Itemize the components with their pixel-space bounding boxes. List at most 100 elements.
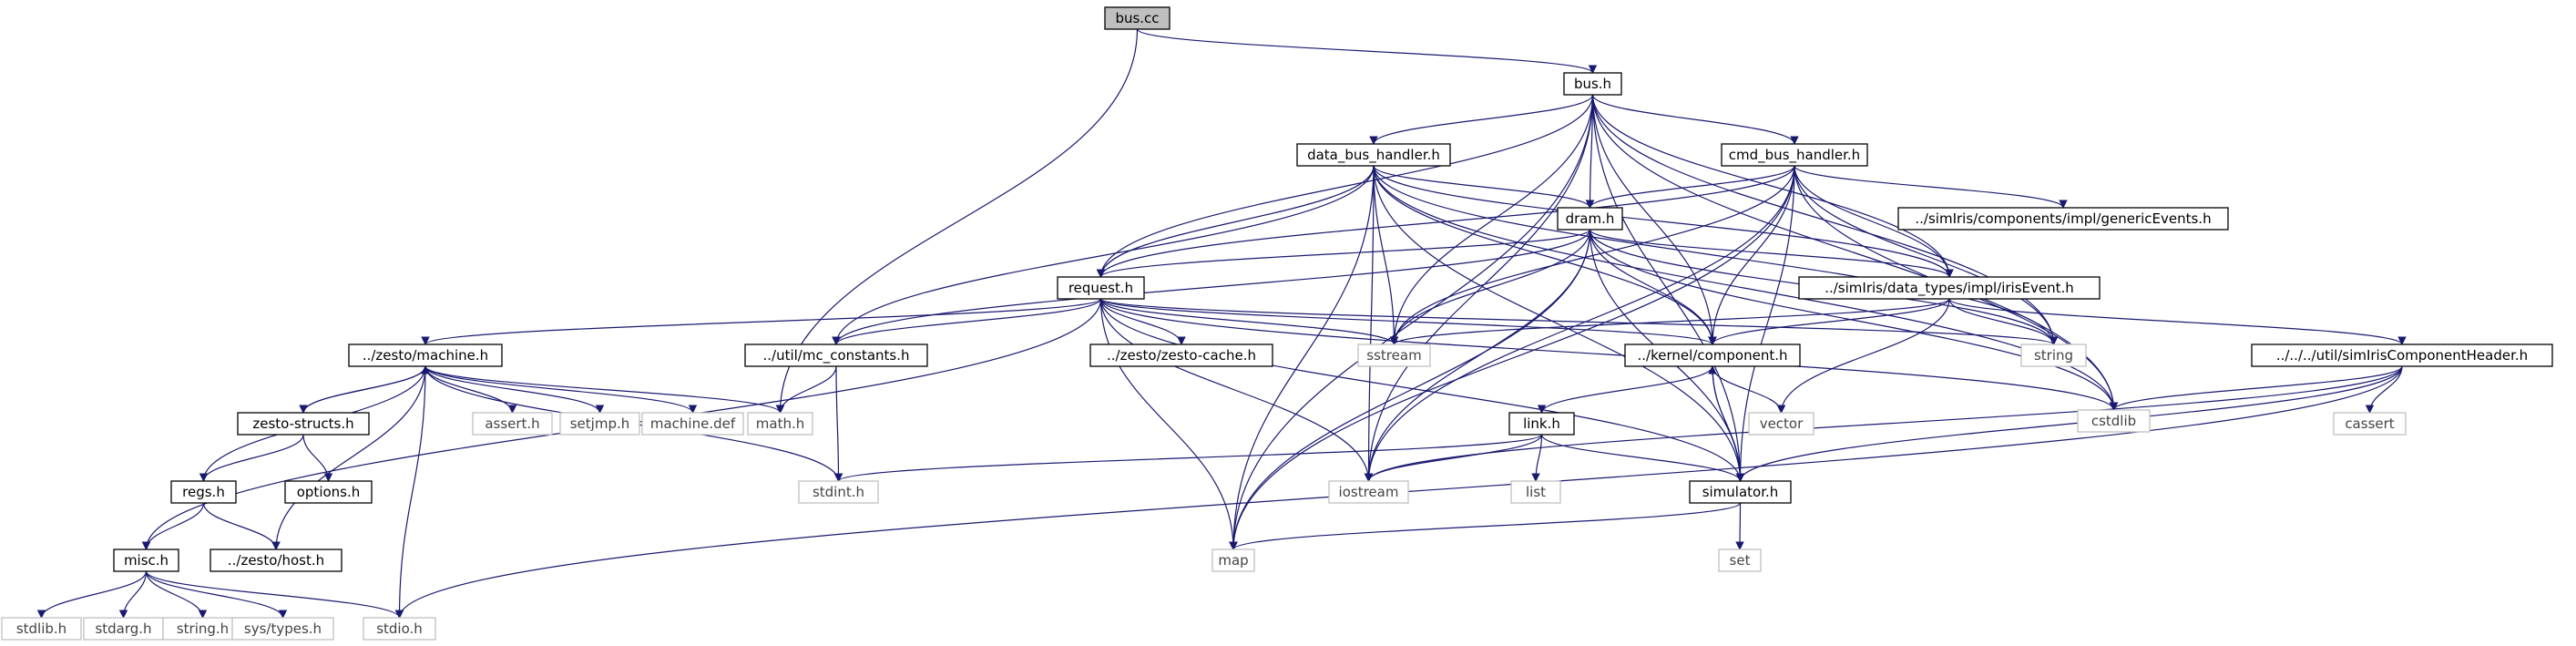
node-sim-iris-comp-header-h[interactable]: ../../../util/simIrisComponentHeader.h (2251, 344, 2553, 367)
node-label: machine.def (650, 415, 736, 432)
node-map: map (1211, 549, 1255, 572)
edge-misc-h-to-stdio-h (145, 570, 404, 619)
node-simulator-h[interactable]: simulator.h (1689, 480, 1792, 504)
edge-sim-iris-comp-header-h-to-cstdlib (2109, 365, 2403, 411)
node-regs-h[interactable]: regs.h (170, 480, 237, 504)
node-box (747, 412, 813, 436)
node-options-h[interactable]: options.h (284, 480, 373, 504)
node-label: dram.h (1566, 210, 1615, 227)
node-box (1328, 480, 1409, 504)
node-box (1211, 549, 1255, 572)
node-data-bus-handler-h[interactable]: data_bus_handler.h (1296, 143, 1451, 167)
node-box (1089, 344, 1273, 367)
node-misc-h[interactable]: misc.h (113, 549, 179, 572)
node-box (1508, 412, 1575, 436)
node-label: sys/types.h (244, 620, 322, 637)
node-label: bus.h (1574, 76, 1611, 92)
node-label: ../util/mc_constants.h (762, 347, 909, 364)
node-label: ../simIris/data_types/impl/irisEvent.h (1825, 280, 2074, 297)
node-label: stdio.h (376, 620, 423, 637)
node-label: misc.h (124, 552, 169, 569)
edge-data-bus-handler-h-to-mc-constants-h (832, 165, 1375, 345)
node-vector: vector (1748, 412, 1814, 436)
node-label: string.h (177, 620, 229, 637)
edges-layer (36, 28, 2407, 619)
node-label: set (1730, 552, 1751, 569)
node-iris-event-h[interactable]: ../simIris/data_types/impl/irisEvent.h (1798, 276, 2101, 300)
node-label: math.h (756, 415, 804, 432)
node-box (1104, 6, 1170, 30)
edge-iris-event-h-to-component-h (1708, 298, 1950, 345)
edge-request-h-to-mc-constants-h (832, 298, 1102, 345)
nodes-layer: bus.cc bus.h data_bus_handler.h cmd_bus_han… (1, 6, 2553, 641)
edge-simulator-h-to-map (1229, 502, 1742, 550)
node-zesto-structs-h[interactable]: zesto-structs.h (237, 412, 370, 436)
node-box (1057, 276, 1145, 300)
node-label: data_bus_handler.h (1307, 147, 1440, 164)
node-box (744, 344, 928, 367)
node-box (363, 617, 436, 641)
edge-data-bus-handler-h-to-map (1229, 165, 1375, 550)
node-dram-h[interactable]: dram.h (1557, 207, 1623, 231)
node-label: stdarg.h (95, 620, 151, 637)
edge-mc-constants-h-to-stdint-h (833, 365, 843, 482)
edge-bus-h-to-component-h (1591, 94, 1717, 345)
node-stdint-h: stdint.h (798, 480, 879, 504)
node-box (2077, 409, 2151, 433)
node-box (284, 480, 373, 504)
node-label: map (1218, 552, 1248, 569)
node-cmd-bus-handler-h[interactable]: cmd_bus_handler.h (1721, 143, 1868, 167)
edge-cmd-bus-handler-h-to-simulator-h (1735, 165, 1795, 482)
node-label: stdint.h (813, 484, 864, 500)
node-zesto-host-h[interactable]: ../zesto/host.h (210, 549, 342, 572)
node-generic-events-h[interactable]: ../simIris/components/impl/genericEvents… (1897, 207, 2229, 231)
edge-zesto-machine-h-to-machine-def (424, 365, 698, 414)
node-bus-h[interactable]: bus.h (1563, 72, 1622, 96)
node-sys-types-h: sys/types.h (231, 617, 334, 641)
edge-request-h-to-iostream (1099, 298, 1374, 482)
edge-bus-h-to-request-h (1096, 94, 1594, 278)
node-label: stdlib.h (16, 620, 66, 637)
edge-bus-h-to-iris-event-h (1591, 94, 1954, 278)
node-label: string (2034, 347, 2073, 364)
node-zesto-machine-h[interactable]: ../zesto/machine.h (348, 344, 503, 367)
edge-link-h-to-simulator-h (1540, 434, 1745, 482)
node-label: ../zesto/host.h (228, 552, 324, 569)
node-box (2333, 412, 2407, 436)
edge-cmd-bus-handler-h-to-iostream (1364, 165, 1795, 482)
edge-sim-iris-comp-header-h-to-cassert (2365, 365, 2403, 414)
edge-component-h-to-link-h (1537, 365, 1713, 414)
node-stdlib-h: stdlib.h (1, 617, 82, 641)
node-label: cassert (2345, 415, 2394, 432)
node-mc-constants-h[interactable]: ../util/mc_constants.h (744, 344, 928, 367)
edge-mc-constants-h-to-math-h (775, 365, 837, 414)
edge-cmd-bus-handler-h-to-generic-events-h (1794, 165, 2068, 209)
node-component-h[interactable]: ../kernel/component.h (1624, 344, 1801, 367)
edge-link-h-to-iostream (1364, 434, 1543, 482)
edge-cmd-bus-handler-h-to-iris-event-h (1794, 165, 1954, 278)
node-label: ../zesto/zesto-cache.h (1107, 347, 1256, 364)
node-label: link.h (1523, 415, 1560, 432)
edge-data-bus-handler-h-to-iostream (1364, 165, 1375, 482)
edge-zesto-machine-h-to-math-h (424, 365, 785, 414)
edge-data-bus-handler-h-to-request-h (1096, 165, 1375, 278)
node-set: set (1718, 549, 1762, 572)
node-zesto-cache-h[interactable]: ../zesto/zesto-cache.h (1089, 344, 1273, 367)
node-link-h[interactable]: link.h (1508, 412, 1575, 436)
node-box (1, 617, 82, 641)
edge-regs-h-to-misc-h (141, 502, 205, 550)
node-bus-cc[interactable]: bus.cc (1104, 6, 1170, 30)
edge-request-h-to-zesto-machine-h (421, 298, 1102, 345)
edge-request-h-to-cstdlib (1099, 298, 2119, 411)
node-label: cmd_bus_handler.h (1729, 147, 1860, 164)
node-box (1296, 143, 1451, 167)
node-box (1624, 344, 1801, 367)
edge-sim-iris-comp-header-h-to-simulator-h (1735, 365, 2403, 482)
node-box (1557, 207, 1623, 231)
node-label: regs.h (182, 484, 225, 500)
edge-bus-h-to-cmd-bus-handler-h (1591, 94, 1799, 145)
edge-cmd-bus-handler-h-to-sstream (1389, 165, 1795, 345)
node-label: iostream (1339, 484, 1399, 500)
node-request-h[interactable]: request.h (1057, 276, 1145, 300)
